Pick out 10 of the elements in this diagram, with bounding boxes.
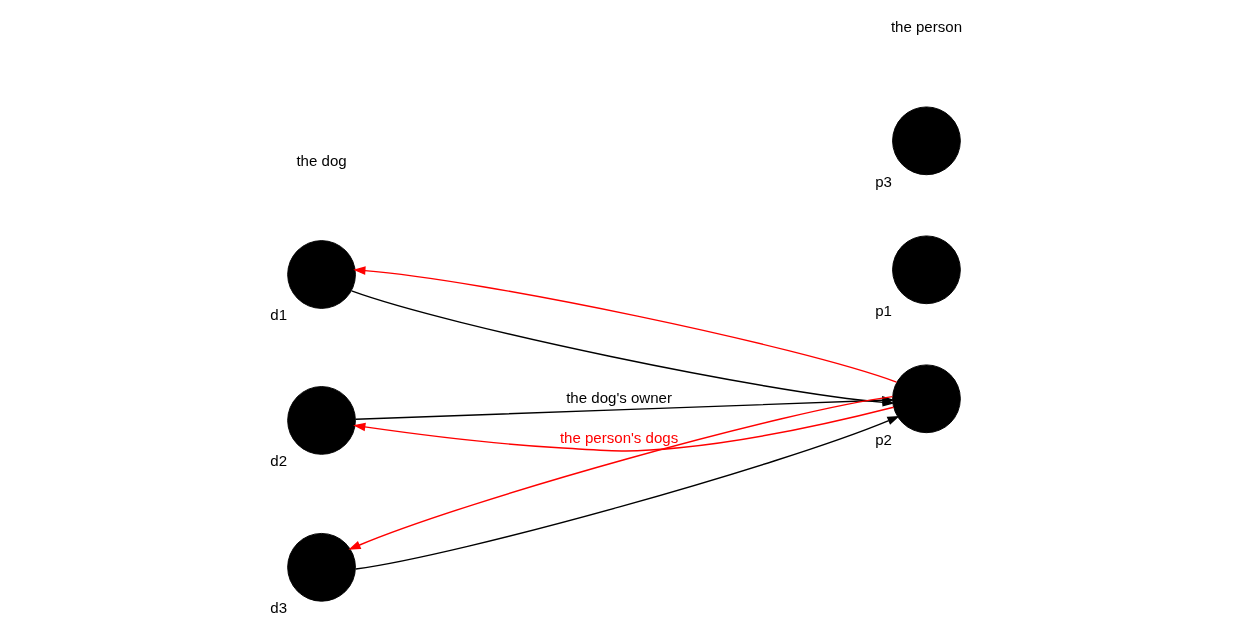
label: the person [890, 18, 963, 36]
node-label: p1 [875, 301, 892, 319]
node-label: p3 [875, 172, 892, 190]
edge-label: the person's dogs [559, 428, 679, 446]
label: the dog [296, 152, 347, 170]
node-label: d1 [270, 306, 288, 324]
edge-label: the dog's owner [566, 389, 672, 407]
node-label: p2 [875, 430, 892, 448]
node-label: d2 [270, 452, 288, 470]
node-label: d3 [270, 599, 288, 617]
